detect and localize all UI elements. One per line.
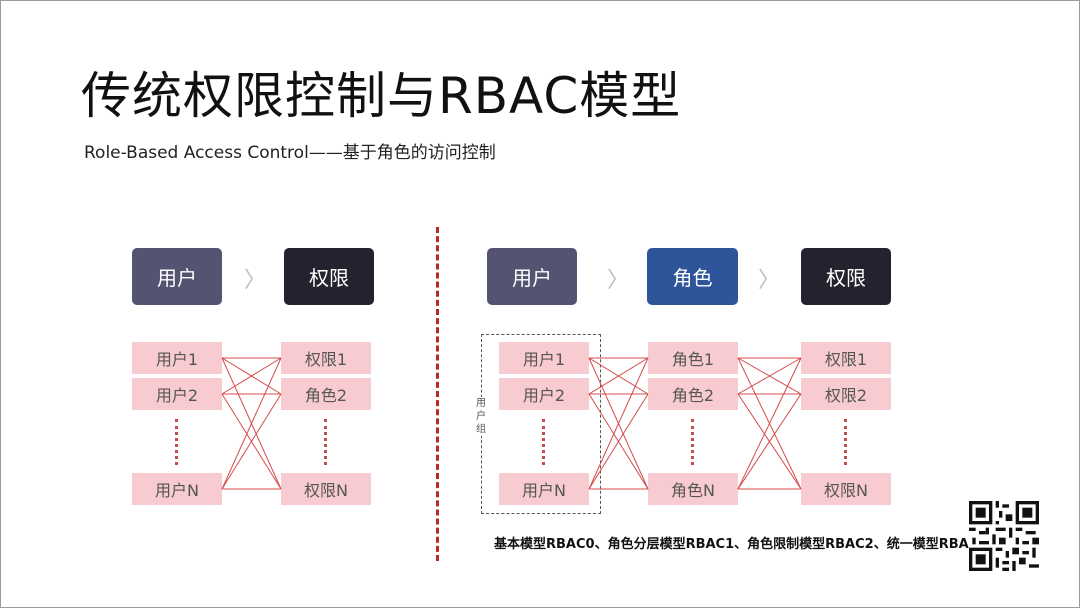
left-perm-2: 角色2 [281,378,371,410]
right-perm-1: 权限1 [801,342,891,374]
left-perm-n: 权限N [281,473,371,505]
link-line [737,357,802,490]
slide-subtitle: Role-Based Access Control——基于角色的访问控制 [84,143,496,163]
link-line [221,357,282,490]
right-role-ellipsis [691,419,694,465]
left-user-n: 用户N [132,473,222,505]
left-user-ellipsis [175,419,178,465]
right-role-1: 角色1 [648,342,738,374]
right-perm-ellipsis [844,419,847,465]
left-perm-ellipsis [324,419,327,465]
rbac-models-caption: 基本模型RBAC0、角色分层模型RBAC1、角色限制模型RBAC2、统一模型RB… [494,537,988,552]
right-user-ellipsis [542,419,545,465]
left-perm-header: 权限 [284,248,374,305]
right-arrow-2-icon: 〉 [758,268,781,293]
link-line [737,357,802,395]
link-line [221,357,282,395]
left-arrow-icon: 〉 [244,268,267,293]
link-line [737,393,802,490]
link-line [221,357,282,490]
link-line [737,393,802,490]
right-arrow-1-icon: 〉 [607,268,630,293]
right-perm-2: 权限2 [801,378,891,410]
section-divider [436,227,439,561]
link-line [737,357,802,490]
left-user-2: 用户2 [132,378,222,410]
right-role-header: 角色 [647,248,738,305]
link-line [221,357,282,395]
slide-title: 传统权限控制与RBAC模型 [81,67,682,125]
left-user-header: 用户 [132,248,222,305]
link-line [737,357,802,395]
left-user-1: 用户1 [132,342,222,374]
user-group-label: 用户组 [475,397,487,436]
qr-code-icon [969,501,1039,571]
link-line [221,393,282,490]
right-user-2: 用户2 [499,378,589,410]
right-user-1: 用户1 [499,342,589,374]
right-role-n: 角色N [648,473,738,505]
right-user-n: 用户N [499,473,589,505]
left-perm-1: 权限1 [281,342,371,374]
right-perm-header: 权限 [801,248,891,305]
link-line [221,393,282,490]
right-perm-n: 权限N [801,473,891,505]
right-user-header: 用户 [487,248,577,305]
right-role-2: 角色2 [648,378,738,410]
